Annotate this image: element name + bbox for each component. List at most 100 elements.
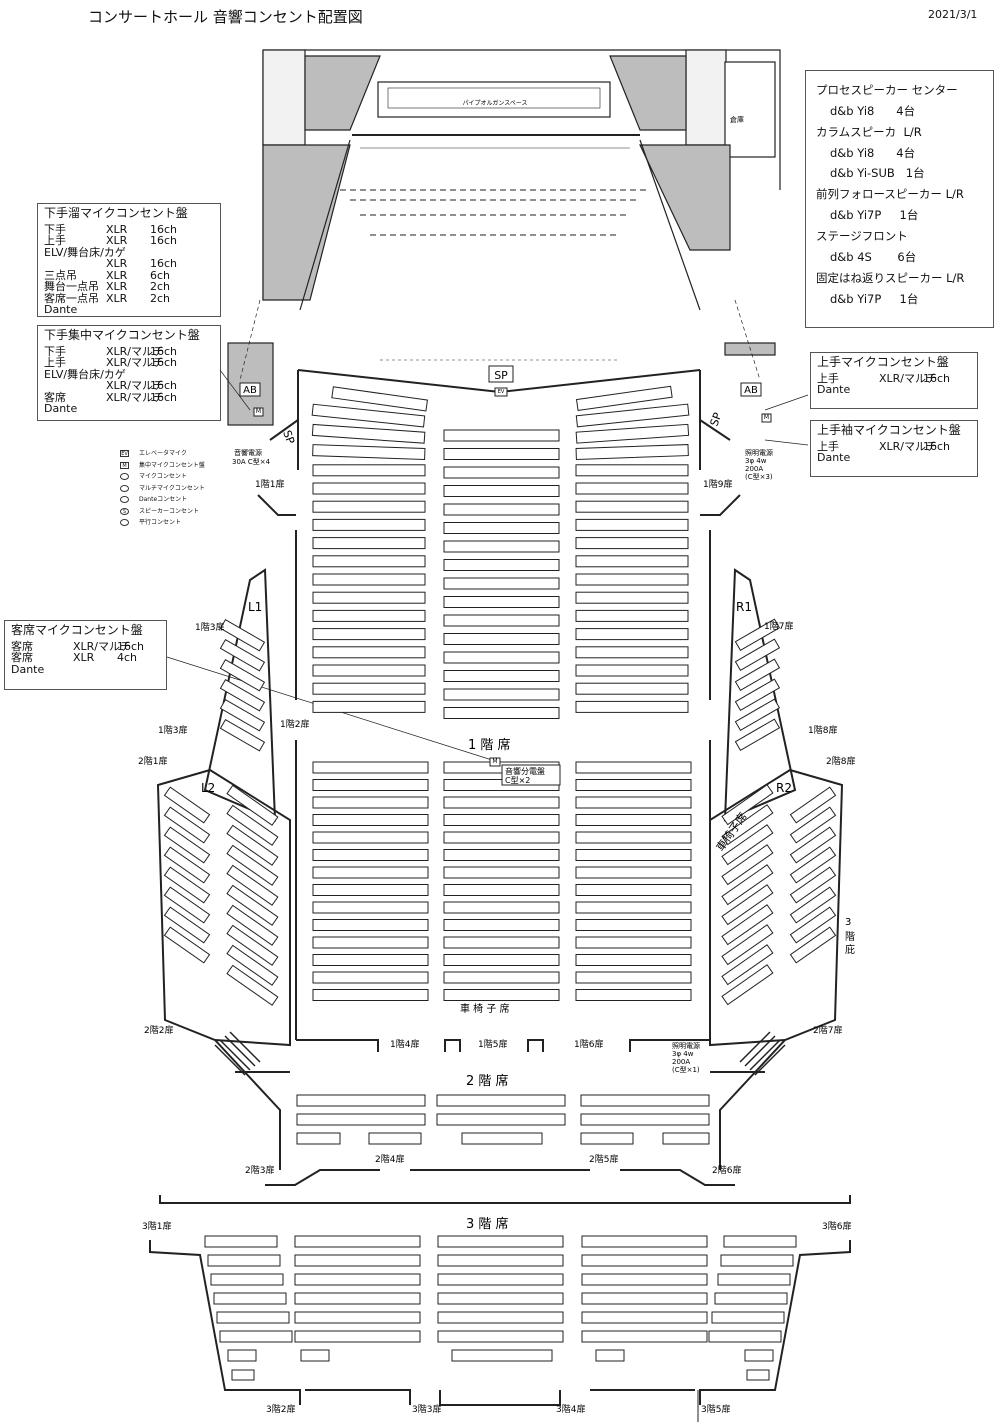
seat-row-r1 bbox=[734, 718, 781, 752]
seat-row-1f-center bbox=[443, 503, 560, 516]
circle-outlet-icon: S bbox=[120, 507, 129, 515]
legend-text: エレベータマイク bbox=[139, 450, 187, 457]
seat-row-1f-left bbox=[312, 628, 426, 641]
panel-title: 上手マイクコンセント盤 bbox=[817, 355, 949, 369]
row-channels: 16ch bbox=[150, 234, 178, 247]
seat-row-1f-rear-left bbox=[312, 919, 429, 931]
seat-row-3f-cl bbox=[294, 1311, 421, 1324]
seat-row-1f-center bbox=[443, 596, 560, 608]
ev-label: EV bbox=[498, 389, 505, 395]
seat-row-r2-outer bbox=[789, 806, 837, 844]
door-label: 2階7扉 bbox=[813, 1024, 842, 1036]
seat-row-1f-left bbox=[312, 518, 426, 531]
legend-text: 平行コンセント bbox=[139, 519, 182, 526]
seat-row-3f-right bbox=[717, 1273, 791, 1286]
seat-row-1f-rear-right bbox=[575, 796, 692, 809]
seat-row-l2-outer bbox=[163, 866, 211, 904]
seat-row-1f-center bbox=[443, 707, 560, 719]
seat-row-1f-rear-left bbox=[312, 989, 429, 1001]
door-label: 1階1扉 bbox=[255, 478, 284, 490]
sp-center-label: SP bbox=[494, 369, 508, 382]
third-floor-side-1: 3 bbox=[845, 917, 851, 928]
door-label: 1階9扉 bbox=[703, 478, 732, 490]
seat-row-r2-outer bbox=[789, 826, 837, 864]
row-type: XLR bbox=[106, 268, 128, 282]
row-channels: 16ch bbox=[150, 390, 178, 404]
seat-row-r2-inner bbox=[721, 904, 774, 946]
seat-row-l2-outer bbox=[163, 786, 211, 824]
seat-row-1f-left bbox=[312, 464, 426, 477]
row-type: XLR/マルチ bbox=[879, 371, 938, 385]
power-right-label: (C型×3) bbox=[745, 472, 773, 481]
distribution-box bbox=[501, 764, 561, 786]
row-channels: 16ch bbox=[150, 222, 178, 236]
seat-row-1f-rear-left bbox=[312, 866, 429, 879]
row-position: 上手 bbox=[817, 371, 839, 385]
seat-row-3f-left bbox=[204, 1235, 278, 1248]
m-box-left-box bbox=[253, 407, 264, 417]
seat-row-1f-right bbox=[575, 537, 689, 550]
wheelchair-label: 車 椅 子 席 bbox=[460, 1002, 510, 1015]
seat-row-3f-left bbox=[219, 1330, 293, 1343]
legend-text: Danteコンセント bbox=[139, 496, 188, 503]
row-position: 客席 bbox=[44, 390, 66, 404]
seat-row-r1 bbox=[734, 638, 781, 672]
seat-row-1f-rear-left bbox=[312, 779, 429, 791]
seat-row-l2-outer bbox=[163, 886, 211, 924]
seat-row-3f-cr bbox=[581, 1292, 708, 1305]
seat-row-1f-right bbox=[575, 423, 690, 444]
door-label: 3階4扉 bbox=[556, 1403, 585, 1415]
seat-row-3f-cr bbox=[581, 1254, 708, 1267]
row-position: 三点吊 bbox=[44, 268, 77, 282]
seat-row-3f-center bbox=[437, 1235, 564, 1248]
seat-row-1f-center bbox=[443, 670, 560, 682]
power-right-label: 3φ 4w bbox=[745, 457, 767, 465]
seat-row-r2-inner bbox=[721, 844, 774, 886]
row-type: XLR bbox=[106, 234, 128, 247]
seat-row-1f-rear-center bbox=[443, 866, 560, 879]
panel-row: Dante bbox=[44, 403, 214, 415]
seat-row-l1 bbox=[219, 638, 266, 672]
sp-center-label-box bbox=[488, 365, 514, 383]
seat-row-1f-left bbox=[312, 609, 426, 622]
speaker-model: d&b Yi7P 1台 bbox=[830, 292, 919, 306]
seat-row-1f-left bbox=[312, 682, 426, 695]
legend-text: マイクコンセント bbox=[139, 473, 187, 480]
power-right-label: 200A bbox=[745, 465, 763, 473]
block-r1-label: R1 bbox=[736, 600, 752, 614]
seat-row-1f-left bbox=[312, 555, 426, 568]
row-type: XLR bbox=[106, 291, 128, 305]
seat-row-3f-cl bbox=[294, 1254, 421, 1267]
row-channels: 16ch bbox=[150, 344, 178, 358]
seat-row-l2-outer bbox=[163, 906, 211, 944]
seat-row-r2-outer bbox=[789, 786, 837, 824]
row-type: XLR/マルチ bbox=[73, 639, 132, 653]
row-type: XLR bbox=[106, 222, 128, 236]
seat-row-2f bbox=[580, 1094, 710, 1107]
row-position: 舞台一点吊 bbox=[44, 280, 99, 293]
seat-row-1f-center bbox=[443, 688, 560, 701]
row-position: Dante bbox=[817, 383, 851, 396]
seat-row-r2-inner bbox=[721, 964, 774, 1006]
speaker-model: d&b Yi-SUB 1台 bbox=[830, 166, 925, 180]
seat-row-3f-last bbox=[744, 1349, 774, 1362]
seat-row-1f-left bbox=[312, 537, 426, 550]
power-bottom-label: (C型×1) bbox=[672, 1065, 700, 1074]
row-channels: 16ch bbox=[150, 379, 178, 392]
seat-row-l1 bbox=[219, 658, 266, 692]
speaker-group-title: 固定はね返りスピーカー L/R bbox=[816, 271, 965, 285]
seat-row-1f-left bbox=[312, 646, 426, 659]
ab-left-label: AB bbox=[243, 385, 257, 396]
seat-row-1f-right bbox=[575, 628, 689, 641]
panel-title: 客席マイクコンセント盤 bbox=[11, 623, 143, 637]
seat-row-1f-left bbox=[312, 500, 426, 513]
seat-row-1f-rear-left bbox=[312, 954, 429, 966]
seat-row-3f-left bbox=[216, 1311, 290, 1324]
